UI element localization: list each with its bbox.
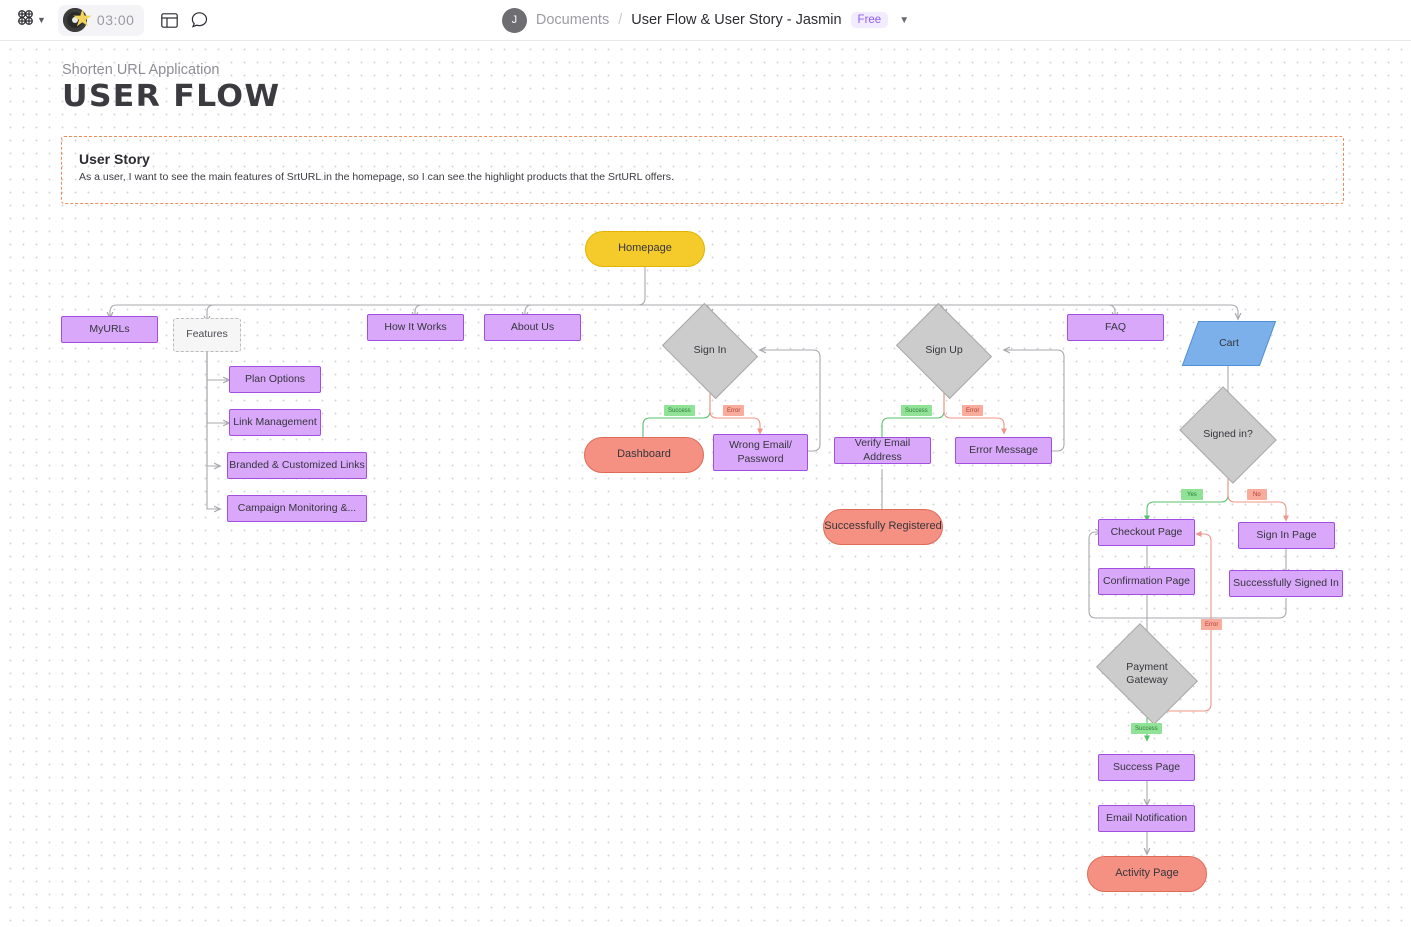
comment-bubble-icon[interactable] bbox=[184, 5, 214, 35]
node-homepage[interactable]: Homepage bbox=[585, 231, 705, 267]
page-title: USER FLOW bbox=[62, 79, 281, 114]
edge-label-error: Error bbox=[962, 405, 984, 416]
node-email-notification[interactable]: Email Notification bbox=[1098, 805, 1195, 832]
node-signed-in-decision[interactable]: Signed in? bbox=[1179, 386, 1277, 484]
node-label: Cart bbox=[1219, 336, 1239, 349]
node-label: Link Management bbox=[233, 415, 317, 428]
node-label: Signed in? bbox=[1203, 428, 1253, 441]
breadcrumb-documents[interactable]: Documents bbox=[535, 12, 610, 28]
edge-label-success: Success bbox=[664, 405, 695, 416]
node-label: Activity Page bbox=[1115, 867, 1179, 880]
node-label: Successfully Registered bbox=[824, 520, 942, 533]
node-label: Sign In Page bbox=[1256, 528, 1317, 541]
node-label: Homepage bbox=[618, 242, 672, 255]
node-plan-options[interactable]: Plan Options bbox=[229, 366, 321, 393]
node-label: Plan Options bbox=[244, 372, 306, 385]
document-chevron-down-icon[interactable]: ▼ bbox=[899, 14, 910, 26]
node-confirmation-page[interactable]: Confirmation Page bbox=[1098, 568, 1195, 595]
node-sign-in-page[interactable]: Sign In Page bbox=[1238, 522, 1335, 549]
node-verify-email-address[interactable]: Verify Email Address bbox=[834, 437, 931, 464]
node-cart[interactable]: Cart bbox=[1181, 321, 1277, 366]
node-link-management[interactable]: Link Management bbox=[229, 409, 321, 436]
user-story-heading: User Story bbox=[79, 151, 150, 167]
node-label: Sign Up bbox=[925, 344, 963, 357]
layout-panel-icon[interactable] bbox=[154, 5, 184, 35]
node-label: Sign In bbox=[693, 344, 727, 357]
node-label: Email Notification bbox=[1105, 811, 1188, 824]
node-how-it-works[interactable]: How It Works bbox=[367, 314, 464, 341]
node-label: Confirmation Page bbox=[1103, 574, 1190, 587]
breadcrumb-current-document[interactable]: User Flow & User Story - Jasmin bbox=[631, 12, 842, 28]
node-label: MyURLs bbox=[89, 322, 130, 335]
node-label: FAQ bbox=[1104, 320, 1126, 333]
node-label: How It Works bbox=[384, 320, 447, 333]
node-label: Campaign Monitoring &... bbox=[237, 501, 357, 514]
node-campaign-monitoring[interactable]: Campaign Monitoring &... bbox=[227, 495, 367, 522]
node-label: About Us bbox=[510, 320, 555, 333]
node-dashboard[interactable]: Dashboard bbox=[584, 437, 704, 473]
node-sign-up-decision[interactable]: Sign Up bbox=[895, 302, 993, 400]
top-toolbar: ▼ 03:00 J Documents / User Flow & User S… bbox=[0, 0, 1411, 41]
plan-badge[interactable]: Free bbox=[850, 12, 889, 28]
node-features[interactable]: Features bbox=[173, 318, 241, 352]
node-label: Checkout Page bbox=[1110, 525, 1183, 538]
edge-label-error: Error bbox=[723, 405, 745, 416]
node-branded-customized-links[interactable]: Branded & Customized Links bbox=[227, 452, 367, 479]
node-label: Features bbox=[186, 328, 228, 341]
node-successfully-signed-in[interactable]: Successfully Signed In bbox=[1229, 570, 1343, 597]
app-menu-chevron-down-icon[interactable]: ▼ bbox=[37, 15, 46, 25]
flow-connectors bbox=[0, 260, 1411, 927]
toolbar-left-group: ▼ 03:00 bbox=[0, 4, 214, 36]
node-label: Branded & Customized Links bbox=[229, 458, 365, 471]
timer-value: 03:00 bbox=[96, 12, 135, 28]
avatar[interactable]: J bbox=[501, 7, 527, 33]
record-star-icon bbox=[62, 7, 93, 33]
node-activity-page[interactable]: Activity Page bbox=[1087, 856, 1207, 892]
edge-label-success: Success bbox=[1131, 723, 1162, 734]
node-label: Wrong Email/Password bbox=[729, 439, 792, 465]
node-successfully-registered[interactable]: Successfully Registered bbox=[823, 509, 943, 545]
node-label: Error Message bbox=[969, 443, 1038, 456]
board-kicker: Shorten URL Application bbox=[62, 62, 220, 78]
node-myurls[interactable]: MyURLs bbox=[61, 316, 158, 343]
node-sign-in-decision[interactable]: Sign In bbox=[661, 302, 759, 400]
node-about-us[interactable]: About Us bbox=[484, 314, 581, 341]
user-story-box: User Story As a user, I want to see the … bbox=[61, 136, 1344, 204]
node-label: Dashboard bbox=[617, 448, 671, 461]
edge-label-yes: Yes bbox=[1181, 489, 1203, 500]
edge-label-no: No bbox=[1247, 489, 1267, 500]
document-breadcrumb-group: J Documents / User Flow & User Story - J… bbox=[0, 7, 1411, 33]
node-label: Verify Email Address bbox=[854, 437, 911, 463]
edge-label-success: Success bbox=[901, 405, 932, 416]
timer-widget[interactable]: 03:00 bbox=[57, 4, 145, 36]
node-label: Success Page bbox=[1112, 760, 1181, 773]
node-faq[interactable]: FAQ bbox=[1067, 314, 1164, 341]
node-error-message[interactable]: Error Message bbox=[955, 437, 1052, 464]
figjam-canvas[interactable]: Shorten URL Application USER FLOW User S… bbox=[0, 41, 1411, 927]
node-label: Successfully Signed In bbox=[1233, 576, 1339, 589]
edge-label-error: Error bbox=[1201, 619, 1223, 630]
node-success-page[interactable]: Success Page bbox=[1098, 754, 1195, 781]
user-story-text: As a user, I want to see the main featur… bbox=[79, 171, 674, 183]
node-wrong-email-password[interactable]: Wrong Email/Password bbox=[713, 434, 808, 471]
figjam-logo-icon[interactable] bbox=[10, 5, 40, 35]
node-checkout-page[interactable]: Checkout Page bbox=[1098, 519, 1195, 546]
breadcrumb-separator: / bbox=[618, 12, 623, 28]
